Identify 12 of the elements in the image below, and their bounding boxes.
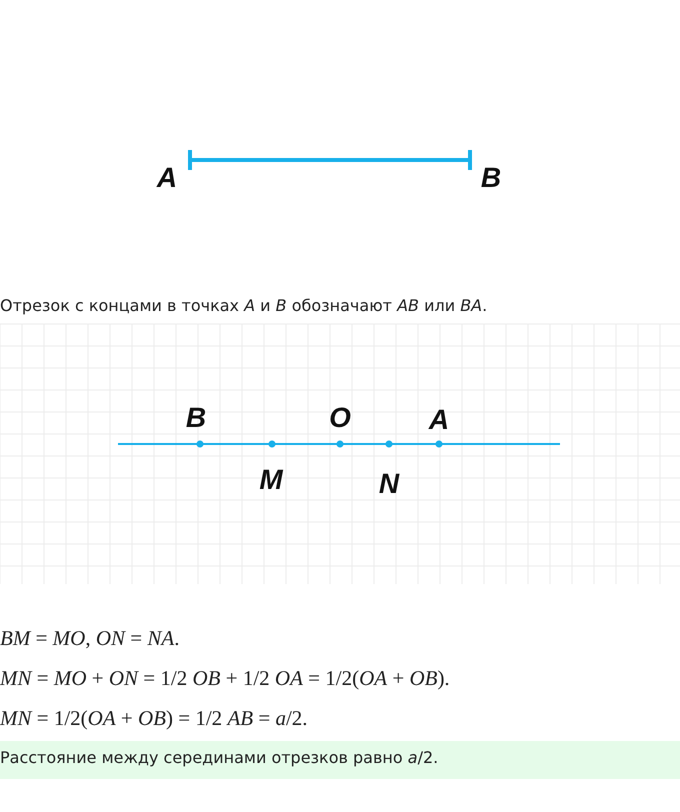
point-label: N	[378, 468, 400, 500]
point-label: B	[480, 162, 502, 194]
point-label: O	[329, 402, 351, 434]
point-label: A	[428, 404, 450, 436]
conclusion-text: Расстояние между серединами отрезков равно a/2.	[0, 748, 438, 767]
point-label: A	[156, 162, 178, 194]
formula: MN = MO + ON = 1/2 OB + 1/2 OA = 1/2(OA + OB).	[0, 666, 450, 691]
point-label: B	[186, 402, 206, 434]
point-label: M	[259, 464, 283, 496]
formula: MN = 1/2(OA + OB) = 1/2 AB = a/2.	[0, 706, 308, 731]
caption-text: Отрезок с концами в точках A и B обозначают AB или BA.	[0, 296, 488, 315]
formula: BM = MO, ON = NA.	[0, 626, 180, 651]
